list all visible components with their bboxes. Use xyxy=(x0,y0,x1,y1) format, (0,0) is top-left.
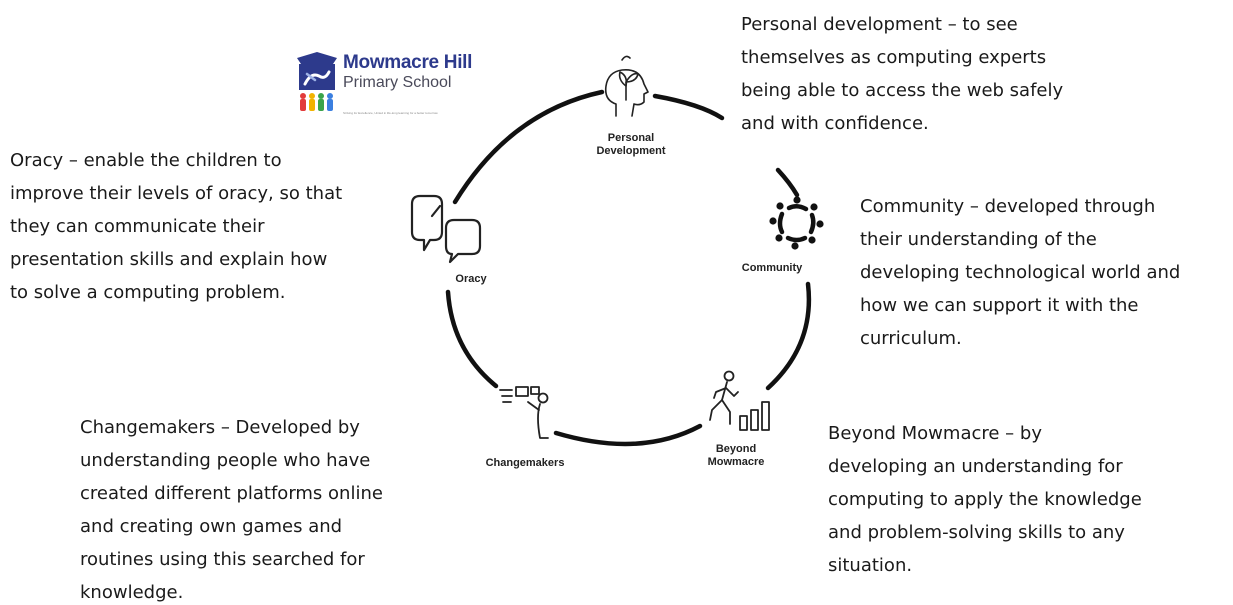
description-personal-development: Personal development – to see themselves… xyxy=(741,14,1064,134)
logo-mark-icon xyxy=(297,52,337,111)
arc-oracy-personal xyxy=(452,89,605,205)
description-oracy: Oracy – enable the children to improve t… xyxy=(10,150,343,303)
description-beyond-mowmacre: Beyond Mowmacre – by developing an under… xyxy=(828,423,1142,576)
people-circle-icon xyxy=(769,196,824,250)
node-label-beyond-mowmacre: Beyond Mowmacre xyxy=(707,443,765,468)
node-label-changemakers: Changemakers xyxy=(485,457,565,469)
node-label-community: Community xyxy=(741,262,803,274)
school-logo: Mowmacre Hill Primary School Striving fo… xyxy=(295,52,495,124)
logo-school-subtitle: Primary School xyxy=(343,74,452,91)
head-plant-icon xyxy=(604,55,649,117)
arc-personal-community xyxy=(652,93,725,121)
presenter-icon xyxy=(499,386,549,439)
description-community: Community – developed through their unde… xyxy=(860,196,1181,349)
arc-community-beyond xyxy=(765,281,812,391)
node-label-oracy: Oracy xyxy=(455,273,487,285)
node-label-personal-development: Personal Development xyxy=(596,132,666,157)
arc-personal-community-2 xyxy=(775,167,800,198)
cycle-arcs xyxy=(445,89,812,447)
logo-school-name: Mowmacre Hill xyxy=(343,52,473,73)
arc-beyond-changemakers xyxy=(553,423,703,447)
arc-changemakers-oracy xyxy=(445,289,499,389)
climber-bars-icon xyxy=(709,370,770,431)
description-changemakers: Changemakers – Developed by understandin… xyxy=(80,417,383,603)
logo-tagline: Striving for Excellence, United in life-… xyxy=(343,111,438,115)
speech-bubbles-icon xyxy=(410,194,482,264)
